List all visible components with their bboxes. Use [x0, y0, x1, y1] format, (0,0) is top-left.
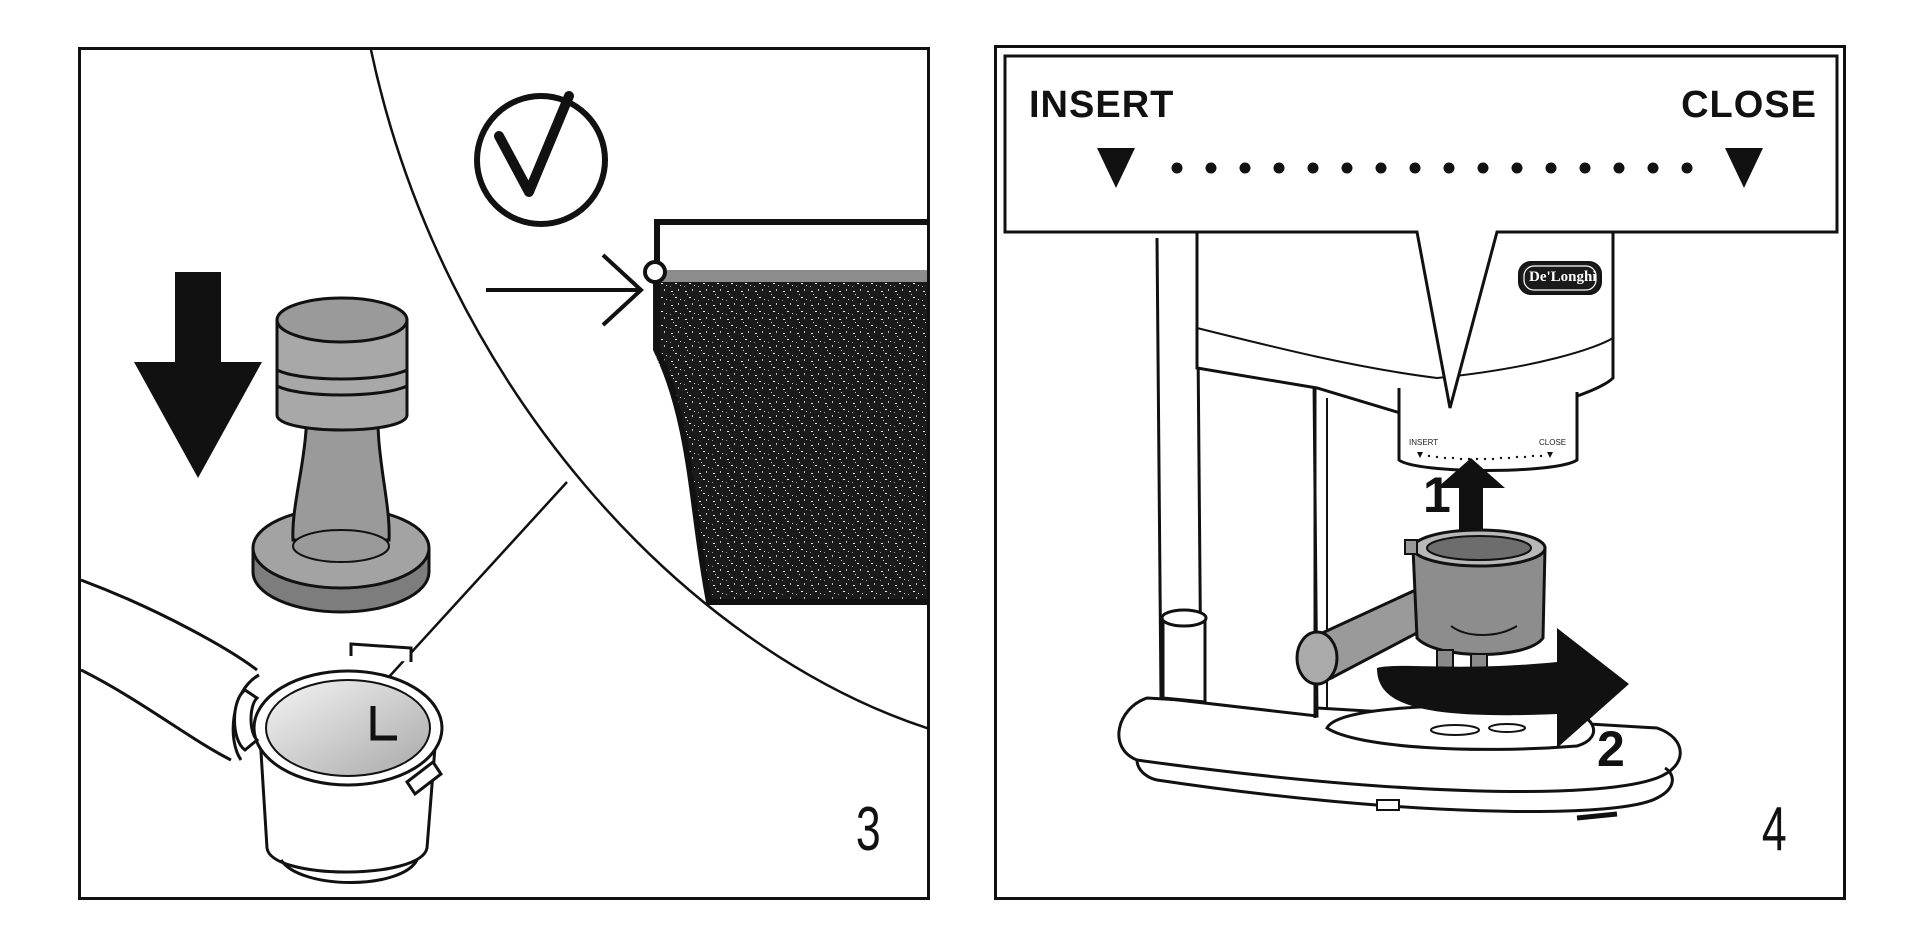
step-3-illustration	[81, 50, 927, 884]
rotate-arrow-icon	[1377, 628, 1629, 748]
arrow-number-2: 2	[1597, 721, 1625, 777]
portafilter-handle	[81, 578, 260, 762]
arrow-number-1: 1	[1423, 467, 1451, 523]
close-small-label: CLOSE	[1539, 438, 1567, 447]
insert-label: INSERT	[1029, 84, 1175, 126]
step-4-illustration	[1003, 54, 1839, 821]
portafilter	[1295, 528, 1547, 686]
tiny-dots	[1427, 454, 1543, 461]
close-marker-icon	[1725, 148, 1763, 188]
brand-text: De'Longhi	[1529, 269, 1597, 285]
espresso-machine	[1117, 226, 1682, 821]
coffee-basket-zoom	[643, 219, 927, 605]
step-4-panel: INSERT CLOSE INSERT CLOSE De'Longhi 1 2 …	[994, 45, 1846, 900]
step-number: 4	[1761, 795, 1787, 864]
checkmark-circle-icon	[474, 91, 608, 227]
close-label: CLOSE	[1681, 84, 1817, 126]
filter-holder	[233, 642, 444, 884]
step-number: 3	[855, 795, 881, 864]
insert-marker-icon	[1097, 148, 1135, 188]
tamper	[251, 296, 431, 614]
insert-small-label: INSERT	[1409, 438, 1439, 447]
right-arrow-icon	[486, 253, 644, 327]
up-arrow-icon	[1437, 458, 1505, 534]
dial-callout	[1003, 54, 1839, 409]
brand-logo	[1518, 261, 1602, 295]
down-arrow-icon	[134, 272, 262, 478]
background-arc	[369, 50, 927, 730]
step-3-panel: 3	[78, 47, 930, 900]
dial-dots	[1171, 162, 1693, 174]
